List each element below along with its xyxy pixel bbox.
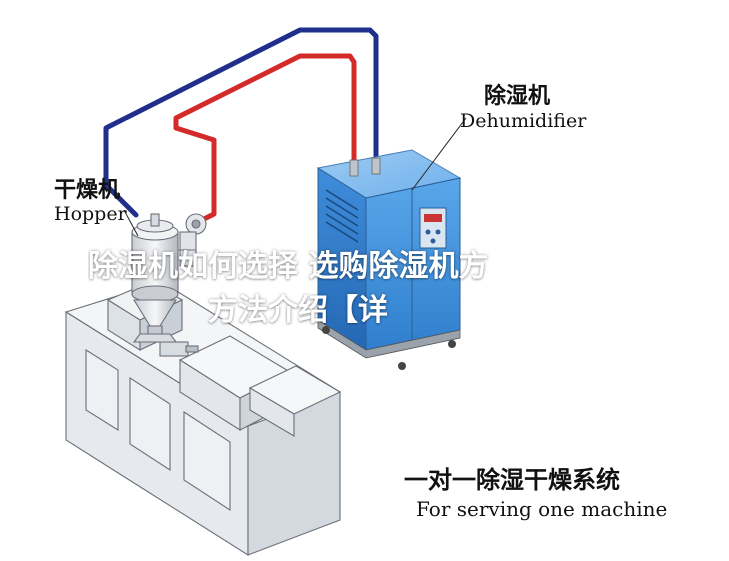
article-title-line-1: 除湿机如何选择 选购除湿机方 (88, 249, 489, 284)
blue-return-pipe (103, 27, 379, 218)
hopper-label-zh: 干燥机 (54, 178, 121, 203)
dehumidifier-label-en: Dehumidifier (460, 110, 587, 132)
hopper-label-en: Hopper (54, 203, 127, 225)
hopper-dryer (131, 213, 207, 343)
article-title-line-2: 方法介绍【详 (208, 293, 388, 328)
red-supply-pipe (173, 53, 357, 225)
callout-lines (123, 117, 467, 237)
system-title-en: For serving one machine (416, 497, 668, 521)
dehumidifier-unit (316, 149, 462, 370)
article-title-overlay[interactable]: 除湿机如何选择 选购除湿机方 方法介绍【详 (88, 245, 728, 337)
system-title-zh: 一对一除湿干燥系统 (404, 466, 620, 494)
dehumidifier-label-zh: 除湿机 (484, 84, 551, 109)
